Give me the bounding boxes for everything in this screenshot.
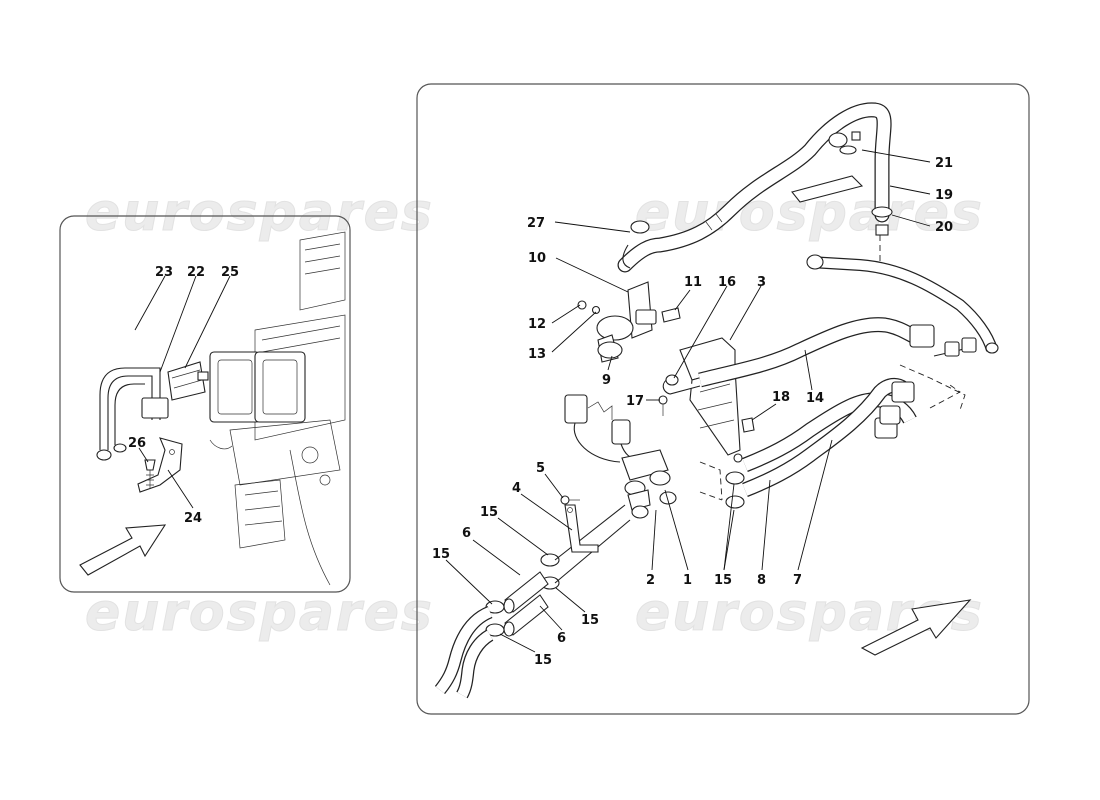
hose-sleeves-part-6 <box>503 571 549 637</box>
left-detail-panel: 23 22 25 26 24 <box>59 215 351 593</box>
callout-27: 27 <box>527 216 545 231</box>
callout-25: 25 <box>221 265 239 280</box>
clamp-part-20 <box>871 206 893 218</box>
hvac-housing-drawing <box>209 231 346 586</box>
callout-14: 14 <box>806 391 824 406</box>
callout-23: 23 <box>155 265 173 280</box>
callout-6-b: 6 <box>557 631 566 646</box>
pipe-assembly-part-22 <box>96 367 169 461</box>
callout-16: 16 <box>718 275 736 290</box>
callout-9: 9 <box>602 373 611 388</box>
callout-15-d: 15 <box>534 653 552 668</box>
bracket-part-24 <box>137 437 183 493</box>
direction-arrow-left <box>79 524 167 576</box>
callout-24: 24 <box>184 511 202 526</box>
screw-part-26 <box>144 459 156 488</box>
callout-7: 7 <box>793 573 802 588</box>
clamp-part-27 <box>630 220 650 234</box>
callout-3: 3 <box>757 275 766 290</box>
callout-12: 12 <box>528 317 546 332</box>
hose-part-8 <box>742 377 915 497</box>
callout-1: 1 <box>683 573 692 588</box>
callout-13: 13 <box>528 347 546 362</box>
callout-21: 21 <box>935 156 953 171</box>
callout-5: 5 <box>536 461 545 476</box>
callout-18: 18 <box>772 390 790 405</box>
callout-15-a: 15 <box>480 505 498 520</box>
callout-20: 20 <box>935 220 953 235</box>
valve-assembly-part-9 <box>577 281 681 363</box>
right-panel-frame <box>416 83 1030 715</box>
direction-arrow-right <box>860 599 972 656</box>
hose-part-23 <box>94 305 156 381</box>
valve-part-2 <box>631 505 649 519</box>
right-main-panel: 21 19 20 27 10 11 12 13 9 16 3 14 17 18 … <box>416 83 1030 715</box>
callout-4: 4 <box>512 481 521 496</box>
clip-part-16 <box>665 374 679 386</box>
screw-part-5 <box>560 495 580 505</box>
left-panel-frame <box>59 215 351 593</box>
watermark-top-left: eurospares <box>85 183 434 243</box>
connector-tube-right <box>806 254 999 354</box>
callout-17: 17 <box>626 394 644 409</box>
dual-valve-part-1 <box>621 449 677 519</box>
screw-part-17 <box>658 395 668 416</box>
hose-part-14 <box>698 317 977 411</box>
clamp-part-21 <box>828 132 848 148</box>
bracket-part-25 <box>167 361 209 401</box>
callout-22: 22 <box>187 265 205 280</box>
inlet-pipes-bottom <box>434 605 494 699</box>
callout-15-b: 15 <box>432 547 450 562</box>
bracket-part-19-plate <box>791 175 864 203</box>
valve-body-part-3 <box>662 337 743 463</box>
callout-11: 11 <box>684 275 702 290</box>
callout-15-e: 15 <box>714 573 732 588</box>
wiring-connector <box>564 394 639 463</box>
bracket-part-4 <box>564 504 599 553</box>
callout-6-a: 6 <box>462 526 471 541</box>
callout-15-c: 15 <box>581 613 599 628</box>
watermark-bottom-left: eurospares <box>85 583 434 643</box>
callout-19: 19 <box>935 188 953 203</box>
nut-part-18 <box>741 417 755 433</box>
callout-10: 10 <box>528 251 546 266</box>
callout-26: 26 <box>128 436 146 451</box>
drain-hose-upper <box>617 102 893 273</box>
callout-8: 8 <box>757 573 766 588</box>
callout-2: 2 <box>646 573 655 588</box>
